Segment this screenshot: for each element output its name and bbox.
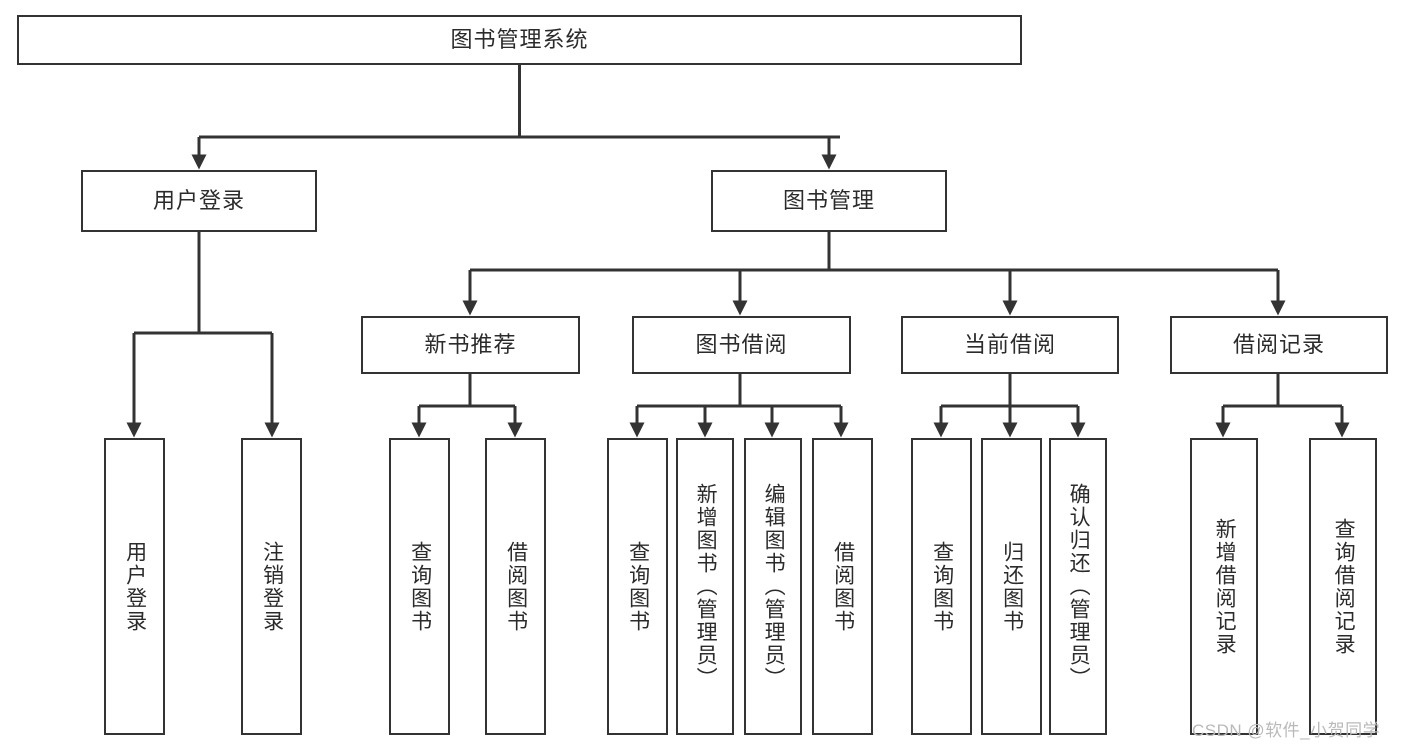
leaf-logout[interactable]: 注销登录 (241, 438, 302, 735)
leaf-user-login[interactable]: 用户登录 (104, 438, 165, 735)
node-book-management-label: 图书管理 (782, 187, 875, 213)
node-book-borrow-label: 图书借阅 (695, 331, 788, 357)
node-root-label: 图书管理系统 (450, 26, 589, 52)
leaf-return-book[interactable]: 归还图书 (981, 438, 1042, 735)
leaf-return-book-label: 归还图书 (1000, 540, 1024, 633)
leaf-query-book-current-label: 查询图书 (930, 540, 954, 633)
leaf-confirm-return-admin-label: 确认归还（管理员） (1067, 483, 1091, 690)
edges-book-mgmt-to-level3 (462, 232, 1286, 316)
edges-user-login-to-leaves (126, 232, 280, 438)
leaf-query-book[interactable]: 查询图书 (607, 438, 668, 735)
edges-records-to-leaves (1215, 374, 1350, 438)
leaf-query-borrow-record[interactable]: 查询借阅记录 (1309, 438, 1377, 735)
node-current-borrow[interactable]: 当前借阅 (901, 316, 1119, 374)
leaf-borrow-book-label: 借阅图书 (831, 540, 855, 633)
node-current-borrow-label: 当前借阅 (963, 331, 1056, 357)
leaf-add-borrow-record-label: 新增借阅记录 (1213, 517, 1237, 656)
leaf-query-borrow-record-label: 查询借阅记录 (1332, 517, 1356, 656)
node-book-borrow[interactable]: 图书借阅 (632, 316, 851, 374)
node-borrow-records[interactable]: 借阅记录 (1170, 316, 1388, 374)
leaf-user-login-label: 用户登录 (123, 540, 147, 633)
leaf-query-book-recommend-label: 查询图书 (408, 540, 432, 633)
edges-root-to-level2 (191, 65, 840, 170)
leaf-borrow-book-recommend[interactable]: 借阅图书 (485, 438, 546, 735)
leaf-add-book-admin-label: 新增图书（管理员） (694, 483, 718, 690)
leaf-query-book-label: 查询图书 (626, 540, 650, 633)
edges-current-borrow-to-leaves (933, 374, 1086, 438)
leaf-add-book-admin[interactable]: 新增图书（管理员） (676, 438, 734, 735)
leaf-edit-book-admin[interactable]: 编辑图书（管理员） (744, 438, 802, 735)
leaf-query-book-recommend[interactable]: 查询图书 (389, 438, 450, 735)
leaf-edit-book-admin-label: 编辑图书（管理员） (762, 483, 786, 690)
leaf-confirm-return-admin[interactable]: 确认归还（管理员） (1049, 438, 1107, 735)
csdn-watermark: CSDN @软件_小贺同学 (1192, 721, 1381, 740)
leaf-add-borrow-record[interactable]: 新增借阅记录 (1190, 438, 1258, 735)
node-user-login[interactable]: 用户登录 (81, 170, 317, 232)
leaf-logout-label: 注销登录 (260, 540, 284, 633)
leaf-borrow-book-recommend-label: 借阅图书 (504, 540, 528, 633)
leaf-borrow-book[interactable]: 借阅图书 (812, 438, 873, 735)
leaf-query-book-current[interactable]: 查询图书 (911, 438, 972, 735)
node-user-login-label: 用户登录 (152, 187, 245, 213)
node-root[interactable]: 图书管理系统 (17, 15, 1022, 65)
node-borrow-records-label: 借阅记录 (1232, 331, 1325, 357)
node-new-book-recommend[interactable]: 新书推荐 (361, 316, 580, 374)
node-new-book-recommend-label: 新书推荐 (424, 331, 517, 357)
node-book-management[interactable]: 图书管理 (711, 170, 947, 232)
edges-borrow-to-leaves (629, 374, 849, 438)
edges-new-book-to-leaves (411, 374, 523, 438)
